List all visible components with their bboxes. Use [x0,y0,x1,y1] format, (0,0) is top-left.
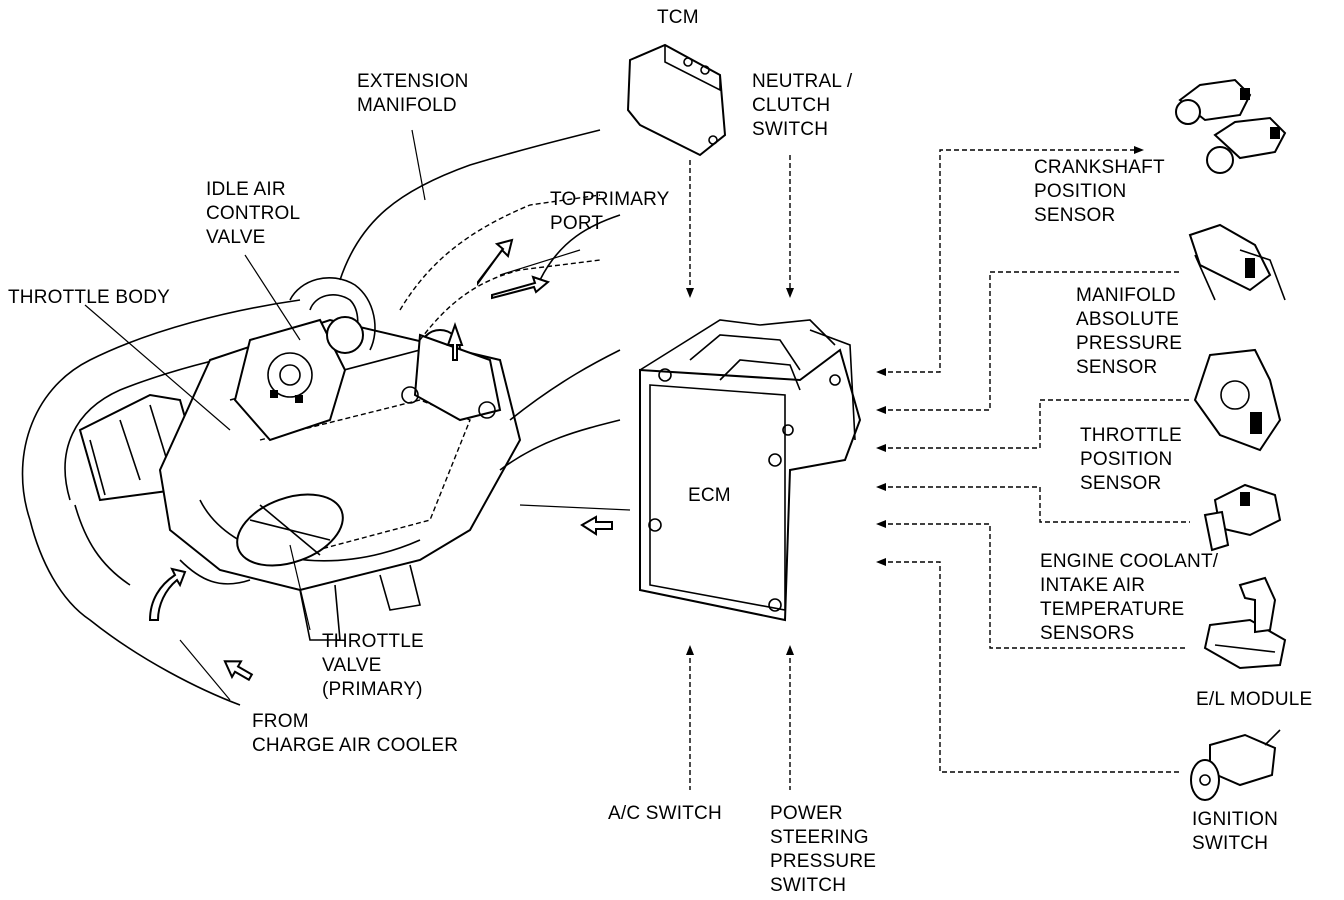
el-module-icon [1203,576,1287,670]
crankshaft-sensor-label: CRANKSHAFT POSITION SENSOR [1034,157,1165,226]
idle-air-control-valve-label: IDLE AIR CONTROL VALVE [206,179,301,248]
ignition-switch-label: IGNITION SWITCH [1192,809,1279,854]
sensor-lines [876,146,1190,773]
throttle-body-illustration [21,129,631,706]
map-sensor-label: MANIFOLD ABSOLUTE PRESSURE SENSOR [1076,285,1183,378]
ect-iat-sensors-label: ENGINE COOLANT/ INTAKE AIR TEMPERATURE S… [1040,551,1219,644]
ignition-switch-icon [1190,729,1281,801]
tcm-label: TCM [657,7,699,28]
tps-sensor-icon [1193,348,1282,452]
from-charge-air-cooler-label: FROM CHARGE AIR COOLER [252,711,459,756]
power-steering-pressure-switch-label: POWER STEERING PRESSURE SWITCH [770,803,877,896]
ecm-module [639,319,862,622]
neutral-clutch-switch-label: NEUTRAL / CLUTCH SWITCH [752,71,853,140]
throttle-body-label: THROTTLE BODY [8,287,171,308]
tps-sensor-label: THROTTLE POSITION SENSOR [1080,425,1182,494]
throttle-valve-label: THROTTLE VALVE (PRIMARY) [322,631,424,700]
ecm-label: ECM [688,485,731,506]
to-primary-port-label: TO PRIMARY PORT [550,189,670,234]
map-sensor-icon [1188,223,1286,301]
tcm-module [626,43,727,157]
ac-switch-label: A/C SWITCH [608,803,722,824]
ect-sensor-icon [1203,483,1282,552]
extension-manifold-label: EXTENSION MANIFOLD [357,71,469,116]
el-module-label: E/L MODULE [1196,689,1313,710]
crankshaft-sensor-icon [1175,78,1287,174]
ecm-connectors [686,155,794,790]
